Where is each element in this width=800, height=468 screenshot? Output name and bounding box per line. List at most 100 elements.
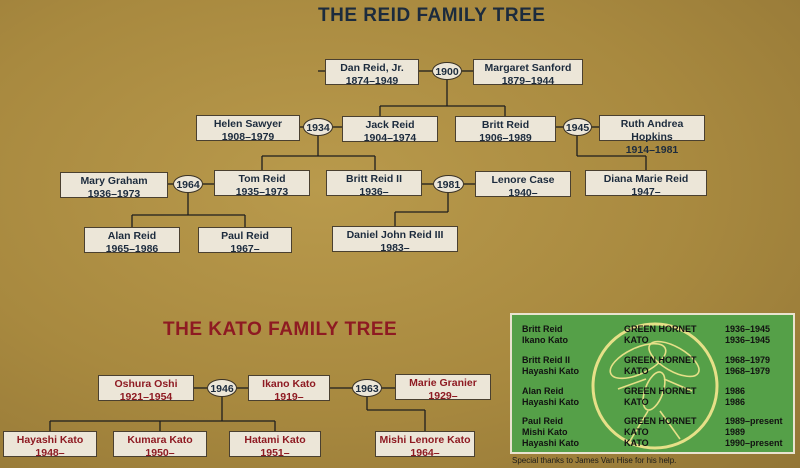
- person-name: Margaret Sanford: [484, 62, 572, 74]
- legend-name: Alan Reid: [522, 386, 564, 396]
- legend-role: GREEN HORNET: [624, 324, 697, 334]
- legend-name: Hayashi Kato: [522, 397, 580, 407]
- legend-years: 1990–present: [725, 438, 783, 448]
- legend-years: 1968–1979: [725, 355, 771, 365]
- person-name: Paul Reid: [221, 230, 269, 242]
- legend-name: Britt Reid: [522, 324, 563, 334]
- person-years: 1914–1981: [625, 144, 679, 156]
- acknowledgement-note: Special thanks to James Van Hise for his…: [512, 456, 677, 465]
- person-alan-reid: Alan Reid 1965–1986: [84, 227, 180, 255]
- person-years: 1948–: [35, 447, 65, 459]
- person-name: Diana Marie Reid: [603, 173, 689, 185]
- person-years: 1983–: [380, 242, 410, 254]
- person-diana-marie-reid: Diana Marie Reid 1947–: [585, 170, 707, 198]
- person-years: 1967–: [230, 243, 260, 255]
- person-helen-sawyer: Helen Sawyer 1908–1979: [196, 115, 300, 143]
- person-margaret-sanford: Margaret Sanford 1879–1944: [473, 59, 583, 87]
- person-years: 1947–: [631, 186, 661, 198]
- person-paul-reid: Paul Reid 1967–: [198, 227, 292, 255]
- legend-name: Paul Reid: [522, 416, 564, 426]
- legend-name: Hayashi Kato: [522, 366, 580, 376]
- marriage-1963: 1963: [352, 379, 382, 397]
- person-name: Oshura Oshi: [114, 378, 178, 390]
- legend-years: 1936–1945: [725, 324, 771, 334]
- marriage-1900: 1900: [432, 62, 462, 80]
- legend-name: Britt Reid II: [522, 355, 571, 365]
- legend-role: KATO: [624, 335, 649, 345]
- person-years: 1951–: [260, 447, 290, 459]
- person-name: Ikano Kato: [262, 378, 316, 390]
- person-years: 1879–1944: [501, 75, 555, 87]
- person-ikano-kato: Ikano Kato 1919–: [248, 375, 330, 403]
- legend-role: KATO: [624, 438, 649, 448]
- person-years: 1940–: [508, 187, 538, 199]
- person-britt-reid-ii: Britt Reid II 1936–: [326, 170, 422, 198]
- marriage-1934: 1934: [303, 118, 333, 136]
- person-years: 1921–1954: [119, 391, 173, 403]
- person-years: 1964–: [410, 447, 440, 459]
- person-jack-reid: Jack Reid 1904–1974: [342, 116, 438, 144]
- person-years: 1950–: [145, 447, 175, 459]
- person-years: 1906–1989: [479, 132, 532, 144]
- marriage-1981: 1981: [433, 175, 464, 193]
- person-name: Helen Sawyer: [213, 118, 283, 130]
- legend-role: KATO: [624, 366, 649, 376]
- person-oshura-oshi: Oshura Oshi 1921–1954: [98, 375, 194, 403]
- person-mishi-lenore-kato: Mishi Lenore Kato 1964–: [375, 431, 475, 459]
- person-name: Britt Reid II: [345, 173, 402, 185]
- marriage-1946: 1946: [207, 379, 237, 397]
- person-name: Marie Granier: [409, 377, 477, 389]
- legend-role: KATO: [624, 397, 649, 407]
- person-years: 1904–1974: [363, 132, 417, 144]
- person-years: 1874–1949: [345, 75, 399, 87]
- person-years: 1929–: [428, 390, 458, 402]
- person-name: Lenore Case: [491, 174, 555, 186]
- person-years: 1935–1973: [235, 186, 289, 198]
- person-marie-granier: Marie Granier 1929–: [395, 374, 491, 402]
- legend-role: KATO: [624, 427, 649, 437]
- legend-years: 1989–present: [725, 416, 783, 426]
- person-name: Britt Reid: [481, 119, 530, 131]
- person-years: 1908–1979: [221, 131, 275, 143]
- person-years: 1936–1973: [87, 188, 141, 200]
- person-years: 1936–: [359, 186, 389, 198]
- person-hayashi-kato: Hayashi Kato 1948–: [3, 431, 97, 459]
- person-name: Mary Graham: [80, 175, 148, 187]
- person-mary-graham: Mary Graham 1936–1973: [60, 172, 168, 200]
- legend-name: Mishi Kato: [522, 427, 568, 437]
- legend-role: GREEN HORNET: [624, 416, 697, 426]
- person-hatami-kato: Hatami Kato 1951–: [229, 431, 321, 459]
- person-kumara-kato: Kumara Kato 1950–: [113, 431, 207, 459]
- green-hornet-emblem-icon: [591, 322, 719, 450]
- person-name: Hayashi Kato: [16, 434, 84, 446]
- person-ruth-andrea-hopkins: Ruth Andrea Hopkins 1914–1981: [599, 115, 705, 156]
- person-years: 1919–: [274, 391, 304, 403]
- marriage-1945: 1945: [563, 118, 592, 136]
- person-dan-reid-jr: Dan Reid, Jr. 1874–1949: [325, 59, 419, 87]
- person-name: Jack Reid: [365, 119, 415, 131]
- person-name: Hatami Kato: [244, 434, 306, 446]
- person-daniel-john-reid-iii: Daniel John Reid III 1983–: [332, 226, 458, 254]
- marriage-1964: 1964: [173, 175, 203, 193]
- legend-name: Hayashi Kato: [522, 438, 580, 448]
- person-name: Alan Reid: [107, 230, 157, 242]
- person-name: Kumara Kato: [127, 434, 193, 446]
- person-name: Ruth Andrea Hopkins: [620, 118, 684, 143]
- legend-years: 1986: [725, 386, 746, 396]
- legend-years: 1989: [725, 427, 746, 437]
- person-name: Daniel John Reid III: [346, 229, 444, 241]
- legend-years: 1936–1945: [725, 335, 771, 345]
- person-name: Tom Reid: [238, 173, 286, 185]
- person-tom-reid: Tom Reid 1935–1973: [214, 170, 310, 198]
- legend-years: 1968–1979: [725, 366, 771, 376]
- legend-years: 1986: [725, 397, 746, 407]
- legend-role: GREEN HORNET: [624, 355, 697, 365]
- person-name: Mishi Lenore Kato: [379, 434, 471, 446]
- kato-tree-title: THE KATO FAMILY TREE: [163, 319, 398, 340]
- reid-tree-title: THE REID FAMILY TREE: [318, 5, 546, 26]
- legend-role: GREEN HORNET: [624, 386, 697, 396]
- person-lenore-case: Lenore Case 1940–: [475, 171, 571, 199]
- person-years: 1965–1986: [105, 243, 159, 255]
- person-britt-reid: Britt Reid 1906–1989: [455, 116, 556, 144]
